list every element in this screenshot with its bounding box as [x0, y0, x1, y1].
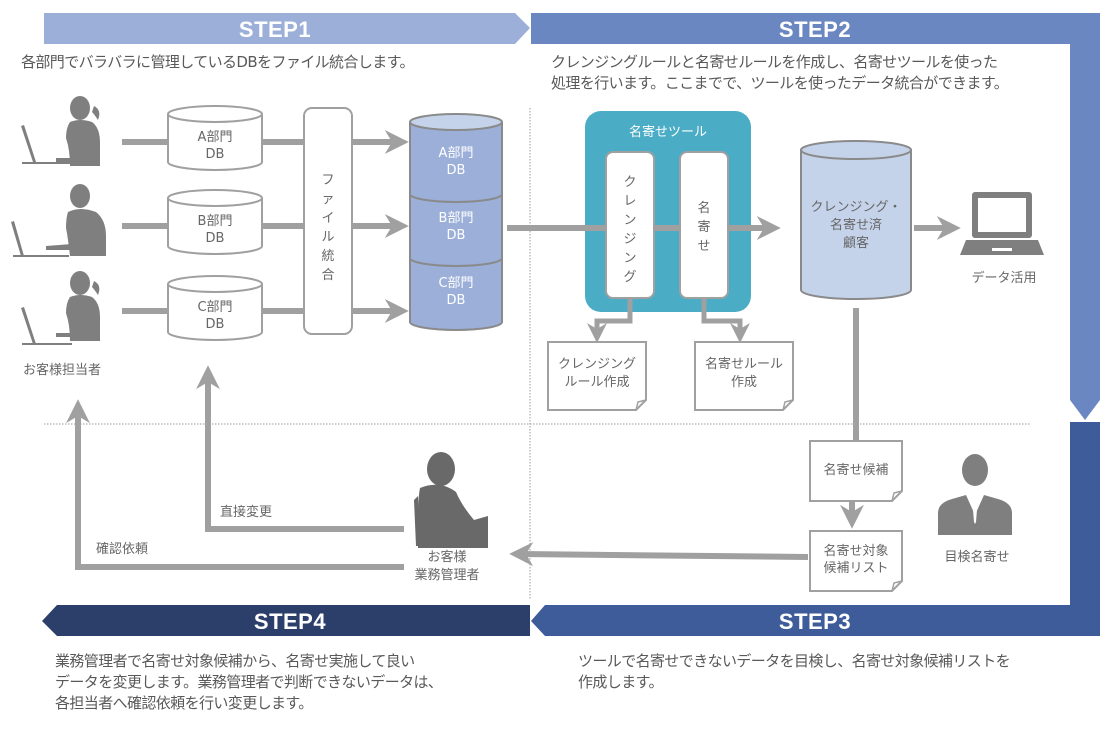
svg-text:レ: レ: [623, 194, 636, 209]
person-with-laptop-icon: [21, 96, 100, 166]
data-use-label: データ活用: [971, 270, 1036, 286]
step3-band: STEP3: [531, 422, 1100, 636]
svg-text:グ: グ: [623, 270, 636, 285]
svg-text:名寄せ済: 名寄せ済: [830, 217, 882, 233]
svg-text:DB: DB: [447, 228, 466, 243]
step1-band: STEP1: [44, 13, 530, 44]
svg-text:イ: イ: [321, 211, 334, 226]
svg-text:ルール作成: ルール作成: [564, 375, 629, 390]
person-with-laptop-icon: [11, 184, 106, 257]
step2-band: STEP2: [531, 13, 1100, 420]
step3-description: ツールで名寄せできないデータを目検し、名寄せ対象候補リストを 作成します。: [578, 652, 1011, 691]
svg-text:DB: DB: [206, 317, 225, 332]
cleansed-customer-db: クレンジング・ 名寄せ済 顧客: [800, 140, 912, 300]
svg-text:クレンジング: クレンジング: [558, 357, 636, 372]
manager-label-line1: お客様: [427, 549, 466, 565]
svg-text:クレンジング・: クレンジング・: [810, 200, 901, 215]
merge-arrows: [352, 130, 409, 323]
svg-text:名: 名: [697, 200, 710, 216]
visual-check-label: 目検名寄せ: [944, 549, 1009, 565]
step4-band: STEP4: [42, 605, 530, 636]
file-integration-box: フ ァ イ ル 統 合: [303, 107, 353, 335]
svg-text:名寄せルール: 名寄せルール: [705, 356, 783, 372]
matching-tool-panel: 名寄せツール ク レ ン ジ ン グ 名 寄 せ: [585, 111, 781, 312]
svg-text:フ: フ: [321, 173, 334, 188]
svg-text:顧客: 顧客: [843, 235, 869, 251]
step4-description: 業務管理者で名寄せ対象候補から、名寄せ実施して良い データを変更します。業務管理…: [55, 652, 443, 712]
svg-text:ク: ク: [623, 175, 636, 190]
dept-db-b: B部門 DB: [167, 189, 263, 255]
cleansing-box: ク レ ン ジ ン グ: [605, 151, 655, 299]
svg-text:統: 統: [321, 249, 334, 264]
step2-description: クレンジングルールと名寄せルールを作成し、名寄せツールを使った 処理を行います。…: [551, 53, 1009, 92]
svg-text:ァ: ァ: [321, 192, 334, 207]
step1-title: STEP1: [239, 17, 311, 42]
svg-text:寄: 寄: [697, 219, 710, 235]
svg-text:A部門: A部門: [439, 146, 474, 161]
laptop-icon: [960, 192, 1044, 255]
svg-text:ン: ン: [623, 251, 636, 266]
svg-text:A部門: A部門: [198, 130, 233, 145]
svg-text:ン: ン: [623, 213, 636, 228]
matching-tool-title: 名寄せツール: [629, 124, 707, 140]
svg-text:DB: DB: [447, 163, 466, 178]
step4-title: STEP4: [254, 609, 326, 634]
step2-title: STEP2: [779, 17, 851, 42]
to-manager-arrow: [509, 542, 809, 567]
svg-text:DB: DB: [447, 293, 466, 308]
svg-text:ジ: ジ: [623, 232, 636, 247]
dept-db-c: C部門 DB: [167, 275, 263, 341]
rule-arrows: [587, 298, 750, 343]
svg-text:C部門: C部門: [197, 300, 232, 315]
integrated-db-stack: A部門 DB B部門 DB C部門 DB: [409, 113, 503, 331]
svg-text:名寄せ候補: 名寄せ候補: [823, 462, 888, 478]
step3-title: STEP3: [779, 609, 851, 634]
matching-rule-doc: 名寄せルール 作成: [694, 341, 794, 411]
svg-text:DB: DB: [206, 147, 225, 162]
svg-text:C部門: C部門: [438, 276, 473, 291]
svg-text:作成: 作成: [731, 375, 757, 390]
svg-text:B部門: B部門: [439, 211, 474, 226]
svg-text:DB: DB: [206, 231, 225, 246]
connector-lines: [122, 139, 304, 314]
direct-change-label: 直接変更: [220, 504, 272, 520]
svg-text:候補リスト: 候補リスト: [823, 561, 888, 576]
svg-text:B部門: B部門: [198, 214, 233, 229]
svg-text:名寄せ対象: 名寄せ対象: [823, 543, 888, 559]
feedback-arrows: [66, 365, 404, 570]
step1-description: 各部門でバラバラに管理しているDBをファイル統合します。: [21, 53, 415, 71]
dept-db-a: A部門 DB: [167, 105, 263, 171]
manager-label-line2: 業務管理者: [414, 567, 479, 583]
person-with-laptop-icon: [21, 271, 100, 345]
svg-text:ル: ル: [321, 230, 334, 245]
svg-text:せ: せ: [697, 239, 710, 254]
manager-person-icon: [414, 452, 488, 548]
svg-text:合: 合: [321, 268, 334, 283]
matching-box: 名 寄 せ: [679, 151, 729, 299]
inspector-person-icon: [938, 454, 1012, 535]
customer-staff-label: お客様担当者: [23, 362, 101, 378]
match-candidates-doc: 名寄せ候補: [809, 440, 903, 502]
confirm-request-label: 確認依頼: [96, 541, 148, 557]
candidate-list-doc: 名寄せ対象 候補リスト: [809, 530, 903, 592]
cleansing-rule-doc: クレンジング ルール作成: [547, 341, 647, 411]
